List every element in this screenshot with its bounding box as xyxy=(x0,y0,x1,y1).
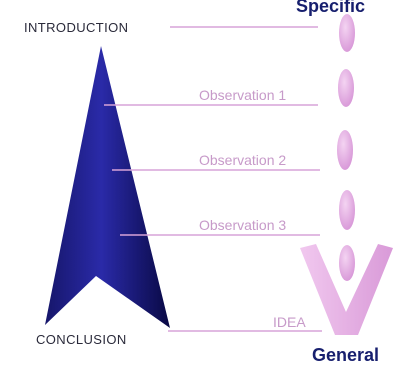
pink-dot xyxy=(339,14,355,52)
pink-dot xyxy=(339,245,355,281)
observation-2-label: Observation 2 xyxy=(199,152,286,168)
conclusion-label: CONCLUSION xyxy=(36,332,127,347)
pink-dotted-arrow xyxy=(300,14,393,335)
observation-1-label: Observation 1 xyxy=(199,87,286,103)
general-label: General xyxy=(312,345,379,365)
pink-dot xyxy=(338,69,354,107)
pink-dot xyxy=(337,130,353,170)
specific-label: Specific xyxy=(296,0,365,16)
pink-dot xyxy=(339,190,355,230)
idea-label: IDEA xyxy=(273,314,306,330)
introduction-label: INTRODUCTION xyxy=(24,20,128,35)
observation-3-label: Observation 3 xyxy=(199,217,286,233)
navy-arrow-shape xyxy=(45,46,170,328)
